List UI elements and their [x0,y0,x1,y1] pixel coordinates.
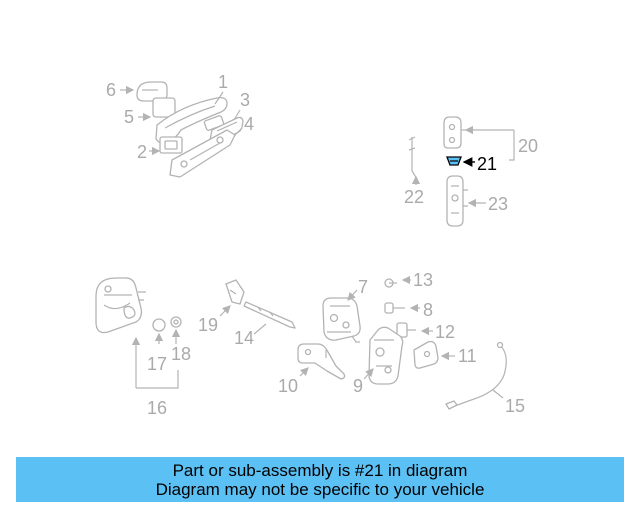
part-21-clip-highlighted[interactable] [446,156,462,166]
part-8-screw[interactable] [384,302,405,314]
callout-8: 8 [423,300,433,320]
callout-17: 17 [147,354,167,374]
part-17-plug[interactable] [152,318,166,332]
part-4-bracket[interactable] [169,129,236,178]
callout-2: 2 [137,142,147,162]
info-banner: Part or sub-assembly is #21 in diagram D… [16,457,624,502]
part-13-bolt[interactable] [384,278,397,288]
callout-11: 11 [458,346,477,366]
part-20-striker[interactable] [443,116,467,149]
part-5-pad[interactable] [152,97,176,118]
part-22-rod[interactable] [408,136,418,180]
callout-7: 7 [358,277,368,297]
callout-21: 21 [477,154,497,174]
part-23-hinge[interactable] [446,175,468,227]
part-18-clip[interactable] [170,316,182,328]
callout-14: 14 [234,328,254,348]
callout-22: 22 [404,187,424,207]
callout-20: 20 [518,136,538,156]
part-15-cable[interactable] [445,341,507,410]
banner-line-1: Part or sub-assembly is #21 in diagram [172,461,468,480]
callout-1: 1 [218,72,228,92]
callout-10: 10 [278,376,298,396]
part-2-gasket[interactable] [159,136,183,154]
banner-line-2: Diagram may not be specific to your vehi… [155,480,485,499]
callout-15: 15 [505,396,525,416]
callout-16: 16 [147,398,167,418]
part-7-actuator[interactable] [322,297,361,343]
parts-diagram: 1 2 3 4 5 6 22 20 21 23 [95,72,538,418]
part-9-latch[interactable] [368,326,404,385]
part-10-link[interactable] [297,343,346,380]
callout-18: 18 [171,344,191,364]
callout-6: 6 [106,80,116,100]
callout-3: 3 [240,90,250,110]
callout-23: 23 [488,194,508,214]
part-19-lever[interactable] [225,279,245,305]
callout-9: 9 [353,376,363,396]
callout-5: 5 [124,107,134,127]
callout-13: 13 [413,270,433,290]
callout-19: 19 [198,315,218,335]
part-11-cover[interactable] [413,340,439,369]
callout-4: 4 [244,114,254,134]
callout-12: 12 [435,322,455,342]
part-6-cap[interactable] [136,81,168,102]
part-14-rod[interactable] [243,301,296,329]
part-16-inside-handle-bezel[interactable] [95,277,146,334]
part-12-bolt[interactable] [396,322,416,338]
